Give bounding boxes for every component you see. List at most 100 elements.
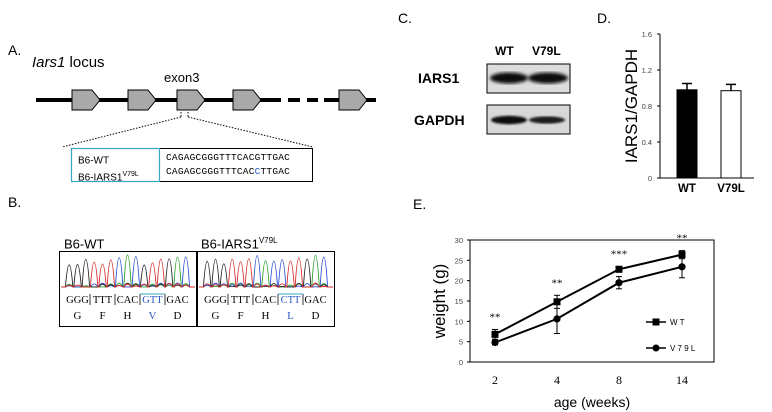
amino-acid-text: D: [312, 310, 320, 322]
amino-acid-text: D: [174, 310, 182, 322]
sequence-base: G: [207, 152, 214, 163]
amino-acid-text: H: [262, 310, 270, 322]
sequence-base: A: [183, 152, 190, 163]
amino-acid-text: F: [237, 310, 243, 322]
codon-text: CTT: [281, 295, 301, 306]
amino-acid-text: H: [124, 310, 132, 322]
amino-acid-text: G: [212, 310, 220, 322]
lane-label-wt: WT: [495, 44, 514, 58]
sequence-base: G: [177, 166, 184, 177]
sequence-base: G: [201, 166, 208, 177]
sequence-base: A: [242, 152, 249, 163]
sequence-base: T: [219, 152, 226, 163]
data-point: [553, 298, 561, 306]
trace-t: [199, 257, 333, 288]
sequence-base: C: [284, 166, 291, 177]
y-tick-label: 20: [455, 277, 463, 286]
bar-chart: 0 0.4 0.8 1.2 1.6WT V79L IARS1/GAPDH: [622, 30, 754, 195]
trace-title-mutant: B6-IARS1V79L: [201, 236, 278, 252]
sequence-base: C: [195, 166, 202, 177]
exon-label: exon3: [164, 70, 200, 85]
codon-text: GAC: [166, 295, 188, 306]
x-tick-label: WT: [678, 183, 696, 195]
sequence-base: A: [278, 166, 285, 177]
sequence-base: A: [171, 152, 178, 163]
chromatogram-frame: [59, 251, 197, 327]
sequence-base: G: [272, 166, 279, 177]
y-axis-label: IARS1/GAPDH: [622, 49, 641, 163]
y-tick-label: 1.2: [642, 66, 652, 75]
protein-label-iars1: IARS1: [418, 70, 460, 86]
y-tick-label: 0: [648, 174, 652, 183]
bar: [676, 89, 698, 179]
panel-c-label: C.: [398, 10, 412, 26]
sequence-base: C: [166, 166, 172, 177]
legend-label: W T: [670, 318, 685, 327]
y-tick-label: 15: [455, 297, 463, 306]
sequence-base: T: [225, 152, 231, 163]
trace-g: [61, 258, 195, 288]
trace-a: [61, 254, 195, 288]
significance-marker: **: [677, 233, 688, 245]
western-blot: [486, 63, 571, 135]
strain-name: B6-IARS1V79L: [78, 171, 139, 184]
sequence-base: G: [213, 152, 220, 163]
band-iars1-v79l: [528, 72, 568, 84]
sequence-base: T: [266, 166, 273, 177]
sequence-base: C: [248, 152, 255, 163]
series-line: [494, 253, 683, 336]
codon-text: TTT: [93, 295, 113, 306]
sequence-base: C: [236, 166, 243, 177]
exon-2: [127, 89, 157, 111]
y-tick-label: 0.4: [642, 138, 652, 147]
strain-name: B6-WT: [78, 155, 110, 167]
codon-text: GGG: [204, 295, 227, 306]
significance-marker: ***: [611, 248, 628, 260]
y-tick-label: 1.6: [642, 30, 652, 39]
y-tick-label: 0.8: [642, 102, 652, 111]
strain-box: [70, 147, 161, 183]
y-tick-label: 25: [455, 256, 463, 265]
codon-text: CAC: [255, 295, 277, 306]
sequence-base: C: [236, 152, 243, 163]
exon-1: [71, 89, 101, 111]
sequence-base: T: [225, 166, 231, 177]
x-tick-label: 8: [616, 373, 622, 387]
x-tick-label: 4: [554, 373, 560, 387]
x-axis-label: age (weeks): [554, 394, 630, 410]
codon-text: TTT: [231, 295, 251, 306]
mutant-sequence: CAGAGCGGGTTTCACCTTGAC: [166, 165, 290, 179]
band-gapdh-wt: [491, 115, 527, 125]
band-iars1-wt: [490, 72, 528, 84]
sequence-base: T: [260, 152, 267, 163]
sequence-base: G: [207, 166, 214, 177]
protein-label-gapdh: GAPDH: [414, 112, 465, 128]
significance-marker: **: [490, 311, 501, 323]
locus-title: Iars1 locus: [32, 54, 105, 71]
sequence-base: C: [254, 166, 261, 177]
codon-text: GGG: [66, 295, 89, 306]
x-tick-label: 2: [492, 373, 498, 387]
sequence-base: T: [260, 166, 267, 177]
y-tick-label: 0: [459, 358, 463, 367]
sequence-base: A: [242, 166, 249, 177]
y-tick-label: 10: [455, 317, 463, 326]
exon-3: [176, 89, 206, 111]
sequence-base: G: [201, 152, 208, 163]
codon-text: GTT: [142, 295, 163, 306]
data-point: [678, 263, 686, 271]
legend-marker: [652, 344, 660, 352]
legend-label: V 7 9 L: [670, 344, 696, 353]
band-gapdh-v79l: [529, 116, 565, 124]
exon-4: [232, 89, 262, 111]
locus-word: locus: [65, 54, 105, 71]
sequence-base: C: [195, 152, 202, 163]
data-point: [678, 251, 686, 259]
codon-text: GAC: [304, 295, 326, 306]
x-tick-label: V79L: [717, 183, 745, 195]
sequence-base: C: [248, 166, 255, 177]
gene-name: Iars1: [32, 54, 66, 71]
sequence-base: T: [230, 152, 237, 163]
